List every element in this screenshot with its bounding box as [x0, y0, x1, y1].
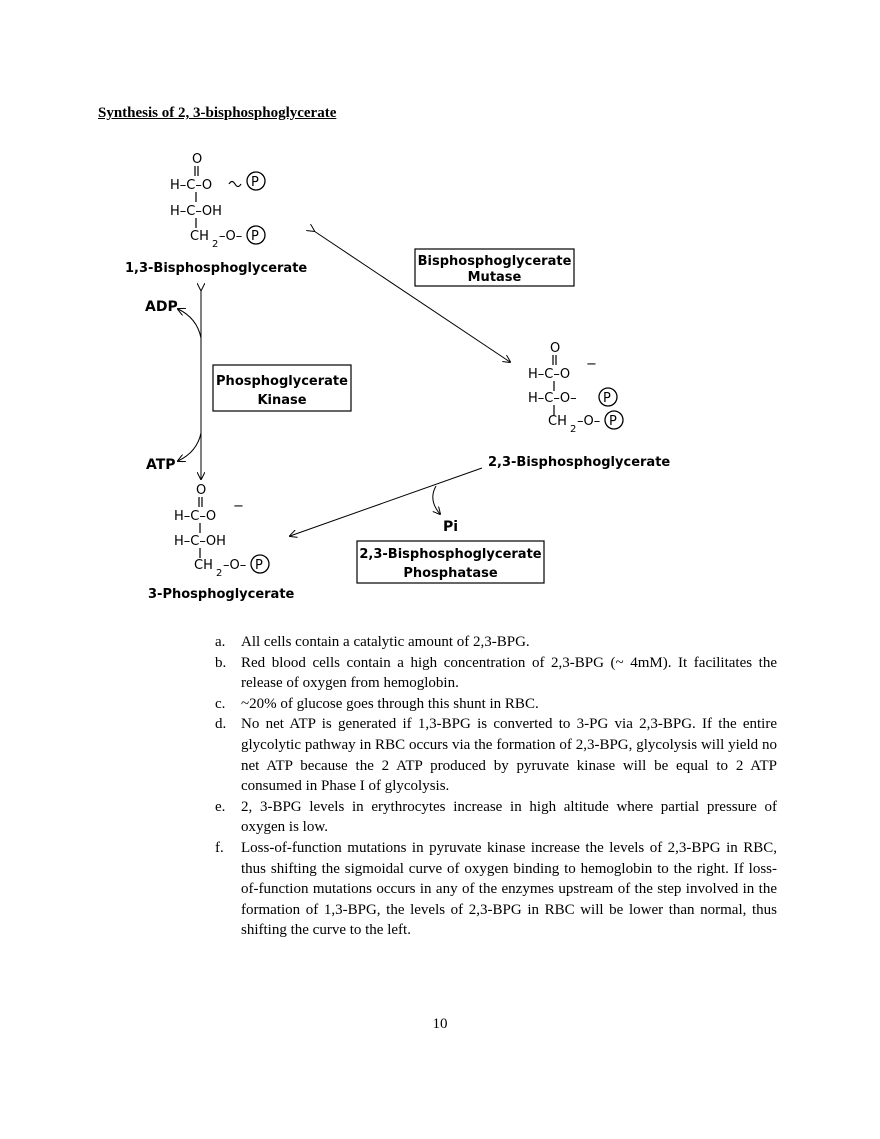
list-item-text: Red blood cells contain a high concentra…	[241, 654, 777, 692]
list-item-text: All cells contain a catalytic amount of …	[241, 634, 530, 650]
notes-list: a. All cells contain a catalytic amount o…	[215, 632, 777, 941]
enzyme-name-line-1: Phosphoglycerate	[216, 374, 348, 389]
formula-line-1: H–C–O	[528, 367, 570, 382]
charge: −	[233, 499, 244, 514]
carbonyl-oxygen: O	[192, 152, 202, 167]
list-item-text: Loss-of-function mutations in pyruvate k…	[241, 839, 777, 939]
list-marker: b.	[215, 654, 227, 671]
phosphate-label: P	[251, 229, 259, 244]
pi-label: Pi	[443, 519, 458, 535]
subscript-2: 2	[570, 424, 576, 435]
molecule-name: 1,3-Bisphosphoglycerate	[125, 261, 307, 276]
atp-label: ATP	[146, 457, 176, 473]
formula-line-2: H–C–O–	[528, 391, 577, 406]
enzyme-name-line-2: Phosphatase	[403, 566, 498, 581]
list-item: d. No net ATP is generated if 1,3-BPG is …	[215, 714, 777, 796]
phosphate-label: P	[251, 175, 259, 190]
phosphate-circle	[246, 171, 266, 191]
list-item-text: ~20% of glucose goes through this shunt …	[241, 695, 539, 712]
list-marker: c.	[215, 695, 226, 712]
phosphate-circle	[604, 410, 624, 430]
molecule-1-3-bisphosphoglycerate: O H–C–O P H–C–OH CH 2 –O– P 1,3-Bisphosp…	[125, 152, 307, 276]
list-marker: d.	[215, 716, 227, 733]
enzyme-name-line-2: Kinase	[257, 393, 306, 408]
phosphatase-reaction-arrow	[290, 467, 483, 536]
page-number: 10	[432, 1016, 448, 1032]
list-item: e. 2, 3-BPG levels in erythrocytes increa…	[215, 797, 777, 838]
phosphate-label: P	[603, 391, 611, 406]
molecule-name: 2,3-Bisphosphoglycerate	[488, 455, 670, 470]
formula-ch2: CH	[190, 229, 209, 244]
list-item: c. ~20% of glucose goes through this shun…	[215, 694, 777, 715]
enzyme-box-phosphatase: 2,3-Bisphosphoglycerate Phosphatase	[356, 540, 545, 584]
list-item-text: 2, 3-BPG levels in erythrocytes increase…	[241, 798, 777, 836]
formula-line-1: H–C–O	[170, 178, 212, 193]
enzyme-box-kinase: Phosphoglycerate Kinase	[212, 364, 352, 412]
atp-side-arrow	[178, 432, 202, 461]
enzyme-box-mutase: Bisphosphoglycerate Mutase	[414, 248, 575, 287]
list-item: f. Loss-of-function mutations in pyruvate…	[215, 838, 777, 941]
pi-side-arrow	[432, 485, 440, 514]
carbonyl-oxygen: O	[196, 483, 206, 498]
phosphate-label: P	[255, 558, 263, 573]
list-marker: e.	[215, 798, 226, 815]
list-marker: f.	[215, 839, 224, 856]
formula-line-1: H–C–O	[174, 509, 216, 524]
formula-ester: –O–	[223, 558, 246, 573]
bpg-synthesis-diagram: O H–C–O P H–C–OH CH 2 –O– P 1,3-Bisphosp…	[125, 152, 670, 602]
subscript-2: 2	[212, 239, 218, 250]
formula-ester: –O–	[577, 414, 600, 429]
formula-line-2: H–C–OH	[170, 204, 222, 219]
formula-ch2: CH	[194, 558, 213, 573]
list-item: b. Red blood cells contain a high concent…	[215, 653, 777, 694]
mutase-reaction-arrow	[314, 231, 510, 362]
enzyme-name-line-1: Bisphosphoglycerate	[418, 254, 572, 269]
section-heading: Synthesis of 2, 3-bisphosphoglycerate	[98, 105, 337, 121]
formula-ch2: CH	[548, 414, 567, 429]
enzyme-name-line-2: Mutase	[468, 270, 522, 285]
carbonyl-oxygen: O	[550, 341, 560, 356]
molecule-3-phosphoglycerate: O H–C–O − H–C–OH CH 2 –O– P 3-Phosphogly…	[148, 483, 295, 602]
molecule-2-3-bisphosphoglycerate: O H–C–O − H–C–O– P CH 2 –O– P 2,3-Bispho…	[488, 341, 670, 470]
enzyme-name-line-1: 2,3-Bisphosphoglycerate	[359, 547, 541, 562]
phosphate-circle	[246, 225, 266, 245]
list-item: a. All cells contain a catalytic amount o…	[215, 632, 777, 653]
adp-side-arrow	[178, 309, 202, 339]
subscript-2: 2	[216, 568, 222, 579]
adp-label: ADP	[145, 299, 178, 315]
phosphate-circle	[598, 387, 618, 407]
phosphate-circle	[250, 554, 270, 574]
formula-ester: –O–	[219, 229, 242, 244]
list-item-text: No net ATP is generated if 1,3-BPG is co…	[241, 716, 777, 795]
charge: −	[586, 357, 597, 372]
list-marker: a.	[215, 634, 226, 650]
molecule-name: 3-Phosphoglycerate	[148, 587, 295, 602]
high-energy-bond	[228, 180, 242, 188]
phosphate-label: P	[609, 414, 617, 429]
formula-line-2: H–C–OH	[174, 534, 226, 549]
